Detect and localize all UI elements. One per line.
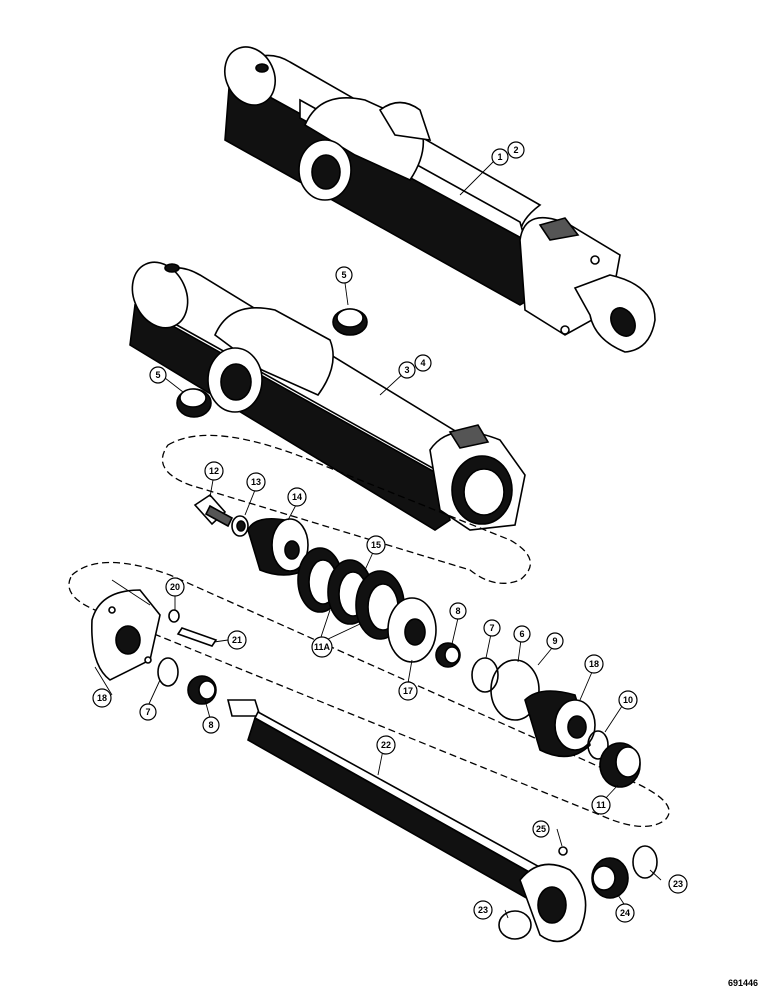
callout-17-label: 17: [403, 686, 413, 696]
callout-21-label: 21: [232, 635, 242, 645]
callout-15-label: 15: [371, 540, 381, 550]
callout-10: 10: [618, 690, 638, 710]
callout-8-upper: 8: [449, 602, 467, 620]
callout-17: 17: [398, 681, 418, 701]
callout-9-label: 9: [552, 636, 557, 646]
head-gland-18: [524, 690, 596, 758]
callout-8-upper-label: 8: [455, 606, 460, 616]
o-ring-7-upper: [471, 657, 499, 693]
callout-5-lower-label: 5: [155, 370, 160, 380]
callout-5-upper-label: 5: [341, 270, 346, 280]
callout-23-left: 23: [473, 900, 493, 920]
callout-5-upper: 5: [335, 266, 353, 284]
callout-20: 20: [165, 577, 185, 597]
callout-25-label: 25: [536, 824, 546, 834]
piston-14: [247, 517, 309, 576]
callout-2: 2: [507, 141, 525, 159]
callout-8-lower-label: 8: [208, 720, 213, 730]
bushing-5-left: [176, 388, 212, 418]
o-ring-7-lower: [157, 657, 179, 687]
callout-15: 15: [366, 535, 386, 555]
callout-3: 3: [398, 361, 416, 379]
callout-11: 11: [591, 795, 611, 815]
dashed-group-outline-lower: [68, 561, 670, 828]
capscrew-21: [176, 627, 218, 647]
grease-fitting-25: [558, 846, 568, 856]
bushing-8-lower: [187, 675, 217, 705]
callout-11-label: 11: [596, 800, 606, 810]
callout-1-label: 1: [497, 152, 502, 162]
backup-ring-6-9: [490, 659, 540, 721]
callout-18-left: 18: [92, 688, 112, 708]
callout-2-label: 2: [513, 145, 518, 155]
o-ring-10: [587, 730, 609, 760]
retainer-plate-18: [91, 589, 161, 681]
callout-18-right: 18: [584, 654, 604, 674]
piston-17: [387, 597, 437, 663]
callout-14: 14: [287, 487, 307, 507]
callout-7-lower: 7: [139, 703, 157, 721]
cylinder-assembly-top: [224, 46, 656, 353]
callout-13: 13: [246, 472, 266, 492]
callout-4-label: 4: [420, 358, 425, 368]
callout-18-left-label: 18: [97, 693, 107, 703]
lockwasher-20: [168, 609, 180, 623]
bushing-8-upper: [435, 642, 461, 668]
callout-12: 12: [204, 461, 224, 481]
callout-3-label: 3: [404, 365, 409, 375]
callout-22-label: 22: [381, 740, 391, 750]
callout-24-label: 24: [620, 908, 630, 918]
callout-22: 22: [376, 735, 396, 755]
callout-11a-label: 11A: [314, 642, 331, 652]
callout-4: 4: [414, 354, 432, 372]
cylinder-barrel-middle: [129, 261, 526, 531]
seal-23-right: [632, 845, 658, 879]
piston-rod-22: [226, 699, 587, 943]
figure-number: 691446: [727, 978, 758, 988]
callout-7-upper-label: 7: [489, 623, 494, 633]
callout-18-right-label: 18: [589, 659, 599, 669]
callout-23-left-label: 23: [478, 905, 488, 915]
callout-14-label: 14: [292, 492, 302, 502]
callout-7-lower-label: 7: [145, 707, 150, 717]
piston-rings-11a-15: [297, 547, 405, 640]
callout-20-label: 20: [170, 582, 180, 592]
callout-7-upper: 7: [483, 619, 501, 637]
callout-21: 21: [227, 630, 247, 650]
callout-24: 24: [615, 903, 635, 923]
callout-25: 25: [532, 820, 550, 838]
callout-13-label: 13: [251, 477, 261, 487]
callout-11a: 11A: [311, 636, 333, 658]
dashed-group-outline-upper: [161, 434, 531, 584]
callout-8-lower: 8: [202, 716, 220, 734]
callout-9: 9: [546, 632, 564, 650]
washer-13: [231, 515, 249, 537]
bolt-12: [193, 493, 234, 528]
callout-6: 6: [513, 625, 531, 643]
callout-10-label: 10: [623, 695, 633, 705]
bushing-24: [591, 857, 629, 899]
bushing-5-right: [332, 308, 368, 336]
seal-23-left: [498, 910, 532, 940]
wiper-11: [599, 742, 641, 788]
callout-6-label: 6: [519, 629, 524, 639]
callout-5-lower: 5: [149, 366, 167, 384]
callout-1: 1: [491, 148, 509, 166]
callout-23-right-label: 23: [673, 879, 683, 889]
callout-12-label: 12: [209, 466, 219, 476]
callout-23-right: 23: [668, 874, 688, 894]
